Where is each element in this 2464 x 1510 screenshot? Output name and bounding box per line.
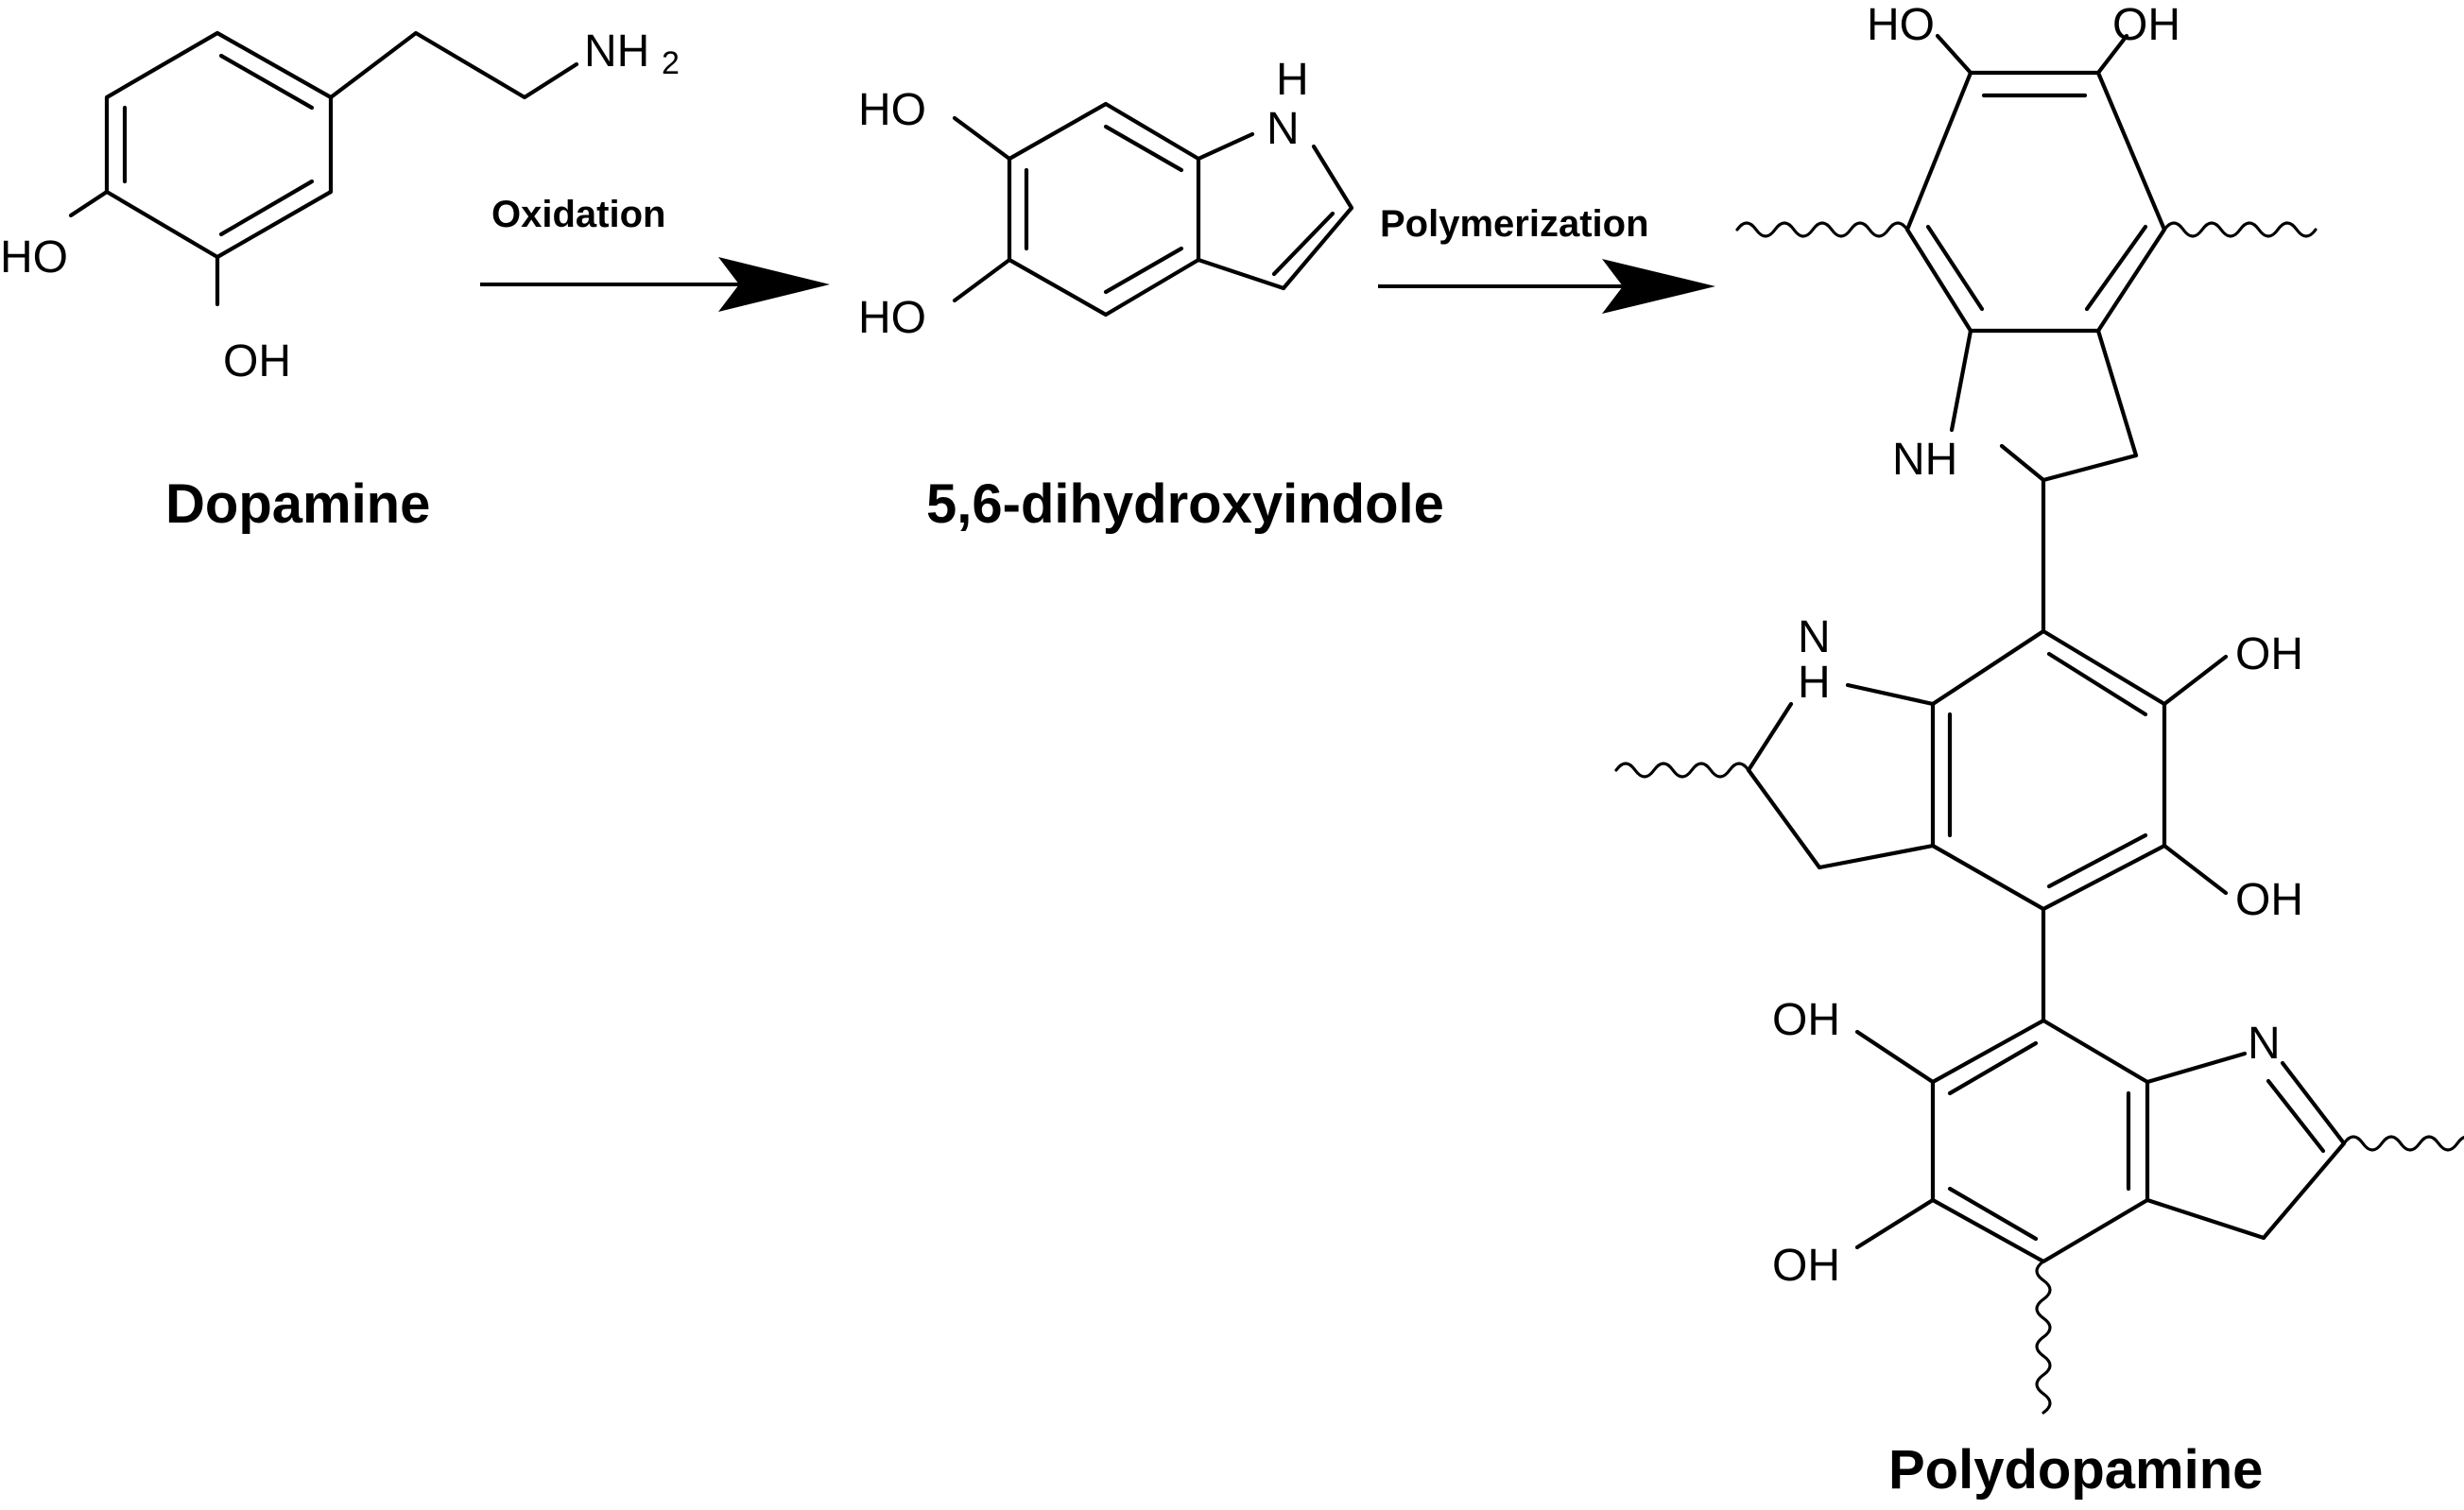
polymerization-label: Polymerization (1380, 203, 1649, 245)
polydopamine-unit-2-bonds (1746, 628, 2229, 1023)
dopamine-bonds (68, 30, 579, 307)
dopamine-hydroxyl-bottom-label: OH (223, 336, 291, 386)
polydopamine-unit-3-n-label: N (2248, 1019, 2281, 1069)
polydopamine-name: Polydopamine (1888, 1439, 2263, 1501)
polydopamine-unit-1-oh-left-label: HO (1867, 0, 1935, 50)
dhi-hydroxyl-bottom-label: HO (858, 293, 926, 343)
oxidation-arrow (480, 257, 830, 312)
unit-2-left-linkage (1614, 762, 1750, 779)
dhi-nitrogen-label: N (1266, 104, 1300, 154)
polydopamine-unit-3-oh-bottom-label: OH (1772, 1241, 1840, 1291)
polydopamine-unit-2-n-label: N (1798, 612, 1831, 662)
unit-3-right-linkage (2342, 1135, 2464, 1152)
dhi-structure: H N HO HO (858, 55, 1354, 343)
dhi-nitrogen-h-label: H (1276, 55, 1309, 105)
unit-1-left-linkage (1735, 221, 1909, 238)
dhi-hydroxyl-top-label: HO (858, 85, 926, 135)
polymerization-arrow (1378, 259, 1715, 314)
polydopamine-unit-1-oh-right-label: OH (2112, 0, 2180, 50)
polydopamine-unit-3-oh-top-label: OH (1772, 995, 1840, 1045)
polydopamine-structure: HO OH NH N H OH OH (1614, 0, 2464, 1415)
polydopamine-unit-1-nh-label: NH (1892, 435, 1957, 485)
dopamine-structure: NH 2 HO OH (0, 26, 680, 386)
dopamine-name: Dopamine (165, 473, 430, 535)
dopamine-amine-subscript: 2 (662, 45, 680, 81)
unit-1-right-linkage (2162, 221, 2318, 238)
dopamine-amine-label: NH (584, 26, 649, 77)
polydopamine-unit-2-h-label: H (1798, 658, 1831, 708)
polydopamine-unit-2-oh-bottom-label: OH (2235, 875, 2303, 925)
polydopamine-unit-2-oh-top-label: OH (2235, 629, 2303, 679)
dhi-name: 5,6-dihydroxyindole (926, 473, 1444, 535)
unit-3-bottom-linkage (2035, 1260, 2052, 1415)
dopamine-hydroxyl-left-label: HO (0, 232, 68, 283)
oxidation-label: Oxidation (491, 194, 665, 235)
polydopamine-unit-1-bonds (1904, 33, 2167, 634)
dhi-bonds (952, 101, 1354, 317)
